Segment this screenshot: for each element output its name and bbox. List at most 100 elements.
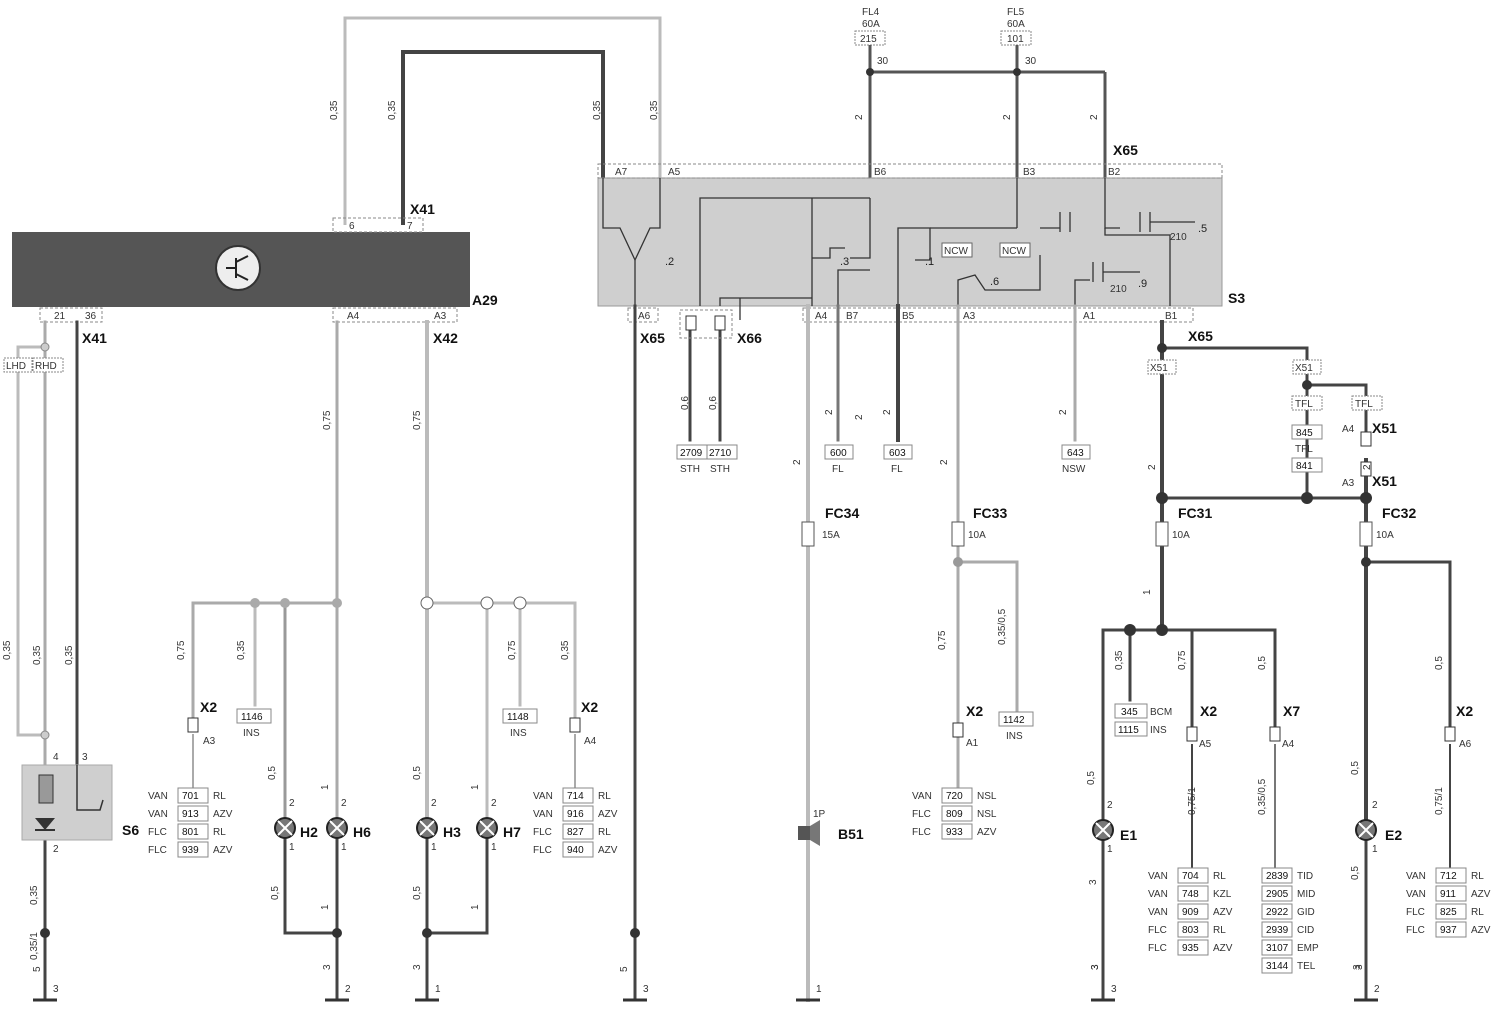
b51-horn-icon xyxy=(798,826,810,840)
relay-210-a: 210 xyxy=(1170,232,1187,243)
row-function: RL xyxy=(598,791,611,802)
h6-pin-2: 2 xyxy=(341,798,347,809)
tfl-tag-a: TFL xyxy=(1295,399,1313,410)
h2-pin-2: 2 xyxy=(289,798,295,809)
x2-a5-pin: A5 xyxy=(1199,739,1212,750)
row-code: 809 xyxy=(946,809,963,820)
wire-gauge-label: 0,75 xyxy=(937,630,948,650)
row-function: RL xyxy=(213,791,226,802)
wire-gauge-label: 3 xyxy=(1088,879,1099,885)
supply-wires xyxy=(868,45,1107,180)
x65-b1-label: X65 xyxy=(1188,328,1213,344)
relay-ncw-1: NCW xyxy=(944,246,968,257)
wire-gauge-label: 0,5 xyxy=(1350,866,1361,880)
row-variant: VAN xyxy=(1148,871,1168,882)
fl4-label: FL4 xyxy=(862,7,880,18)
row-variant: FLC xyxy=(148,827,167,838)
b51-pin: 1P xyxy=(813,809,826,820)
ground-pin: 1 xyxy=(435,984,441,995)
wire-gauge-label: 2 xyxy=(1089,114,1100,120)
s3-pin-a1: A1 xyxy=(1083,311,1096,322)
row-function: RL xyxy=(598,827,611,838)
wire-gauge-label: 2 xyxy=(792,459,803,465)
code-345-label: BCM xyxy=(1150,707,1172,718)
row-variant: VAN xyxy=(533,809,553,820)
row-function: AZV xyxy=(598,845,618,856)
a29-pin-21: 21 xyxy=(54,311,66,322)
row-variant: VAN xyxy=(1148,889,1168,900)
a29-pin-6: 6 xyxy=(349,221,355,232)
row-function: RL xyxy=(213,827,226,838)
x51-pin-a3: A3 xyxy=(1342,478,1355,489)
x2-a6-label: X2 xyxy=(1456,703,1473,719)
x2-a3-pin: A3 xyxy=(203,736,216,747)
ground-pin: 3 xyxy=(1111,984,1117,995)
wire-gauge-label: 0,5 xyxy=(1086,771,1097,785)
row-function: AZV xyxy=(1471,889,1491,900)
code-845: 845 xyxy=(1296,428,1313,439)
s3-pin-a4: A4 xyxy=(815,311,828,322)
fc31-rating: 10A xyxy=(1172,530,1190,541)
wire-gauge-label: 0,35/0,5 xyxy=(997,608,1008,645)
code-2709-label: STH xyxy=(680,464,700,475)
h3-pin-1: 1 xyxy=(431,842,437,853)
row-function: RL xyxy=(1213,925,1226,936)
code-1146-label: INS xyxy=(243,728,260,739)
x42-label: X42 xyxy=(433,330,458,346)
x41-top-label: X41 xyxy=(410,201,435,217)
s6-pin-2: 2 xyxy=(53,844,59,855)
h3-pin-2: 2 xyxy=(431,798,437,809)
row-variant: FLC xyxy=(912,827,931,838)
row-variant: FLC xyxy=(1406,925,1425,936)
s3-pin-a3: A3 xyxy=(963,311,976,322)
row-code: 712 xyxy=(1440,871,1457,882)
wire-gauge-label: 2 xyxy=(1002,114,1013,120)
ground-icon: 1 xyxy=(415,984,441,1002)
ground-icon: 3 xyxy=(623,984,649,1002)
s3-pin-a7: A7 xyxy=(615,167,628,178)
h6-label: H6 xyxy=(353,824,371,840)
h2-pin-1: 1 xyxy=(289,842,295,853)
fc33-rating: 10A xyxy=(968,530,986,541)
code-1146: 1146 xyxy=(241,712,263,723)
code-1142-label: INS xyxy=(1006,731,1023,742)
fl5-rating: 60A xyxy=(1007,19,1025,30)
row-code: 935 xyxy=(1182,943,1199,954)
row-function: AZV xyxy=(598,809,618,820)
ground-icon: 2 xyxy=(325,984,351,1002)
a29-pin-36: 36 xyxy=(85,311,97,322)
top-loop-wires xyxy=(343,16,662,225)
row-variant: VAN xyxy=(1148,907,1168,918)
x2-a3-label: X2 xyxy=(200,699,217,715)
wire-gauge-label: 0,35 xyxy=(592,100,603,120)
row-function: GID xyxy=(1297,907,1315,918)
code-841: 841 xyxy=(1296,461,1313,472)
x51-tag-left: X51 xyxy=(1150,363,1168,374)
relay-1: .1 xyxy=(925,256,934,268)
relay-2: .2 xyxy=(665,256,674,268)
row-code: 940 xyxy=(567,845,584,856)
h2-label: H2 xyxy=(300,824,318,840)
a29-pin-a4: A4 xyxy=(347,311,360,322)
wire-gauge-label: 2 xyxy=(824,409,835,415)
row-code: 3144 xyxy=(1266,961,1289,972)
fc34-rating: 15A xyxy=(822,530,840,541)
wire-gauge-label: 2 xyxy=(854,414,865,420)
x51-pin-a4: A4 xyxy=(1342,424,1355,435)
code-600: 600 xyxy=(830,448,847,459)
row-function: NSL xyxy=(977,809,997,820)
fc34-label: FC34 xyxy=(825,505,859,521)
